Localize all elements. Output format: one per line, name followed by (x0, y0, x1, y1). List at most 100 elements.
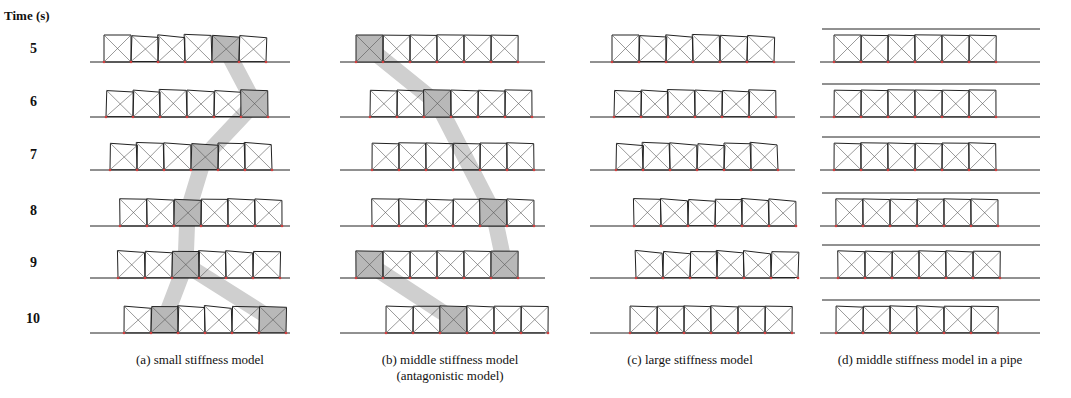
cell-diagonal (743, 251, 771, 278)
robot-cell (370, 90, 397, 117)
cell-diagonal (241, 91, 268, 117)
cell-diagonal (917, 307, 944, 333)
cell-diagonal (888, 36, 915, 62)
cell-diagonal (356, 35, 383, 62)
foot-contact (748, 116, 751, 119)
cell-diagonal (630, 306, 657, 333)
robot-cell (741, 198, 769, 226)
cell-diagonal (110, 143, 137, 169)
robot-cell (145, 251, 172, 278)
foot-contact (117, 277, 120, 280)
robot-cell (769, 199, 796, 226)
cell-diagonal (147, 199, 174, 226)
robot-cell (218, 143, 245, 170)
robot-cell (670, 143, 697, 170)
foot-contact (667, 116, 670, 119)
cell-diagonal (437, 35, 464, 62)
cell-diagonal (437, 251, 464, 278)
cell-diagonal (383, 35, 410, 62)
robot-cell (164, 143, 191, 170)
foot-contact (613, 116, 616, 119)
cell-diagonal (426, 143, 453, 170)
robot-cell (684, 306, 711, 333)
cell-diagonal (863, 306, 890, 332)
robot-cell (971, 306, 998, 333)
cell-diagonal (480, 143, 507, 170)
cell-diagonal (919, 252, 946, 278)
cell-diagonal (440, 307, 467, 333)
robot-cell (616, 143, 643, 169)
robot-cell (711, 306, 738, 333)
cell-diagonal (944, 306, 971, 332)
foot-contact (271, 169, 274, 172)
robot-cell (633, 199, 661, 226)
foot-contact (615, 169, 618, 172)
cell-diagonal (738, 306, 765, 332)
cell-diagonal (749, 90, 776, 117)
cell-diagonal (890, 306, 917, 333)
robot-cell (253, 251, 281, 277)
foot-contact (423, 116, 426, 119)
cell-diagonal (863, 200, 890, 226)
cell-diagonal (453, 199, 480, 226)
cell-diagonal (372, 199, 399, 226)
cell-diagonal (117, 251, 145, 278)
cell-diagonal (670, 143, 697, 170)
robot-cell (104, 35, 131, 62)
foot-contact (777, 169, 780, 172)
robot-cell (639, 36, 667, 62)
foot-contact (371, 169, 374, 172)
cell-diagonal (944, 199, 971, 226)
cell-diagonal (861, 90, 888, 117)
cell-diagonal (158, 35, 185, 62)
foot-contact (660, 225, 663, 228)
robot-cell (239, 36, 267, 62)
cell-diagonal (838, 251, 865, 278)
robot-cell (666, 35, 693, 62)
robot-cell (630, 306, 657, 333)
cell-diagonal (711, 306, 738, 333)
wave-band (370, 49, 505, 265)
cell-diagonal (464, 35, 491, 62)
cell-diagonal (205, 308, 231, 333)
cell-diagonal (120, 199, 147, 226)
cell-diagonal (834, 35, 861, 62)
foot-contact (723, 169, 726, 172)
cell-diagonal (172, 252, 199, 278)
cell-diagonal (118, 252, 144, 278)
foot-contact (385, 332, 388, 335)
cell-diagonal (971, 199, 998, 226)
cell-diagonal (969, 144, 996, 170)
foot-contact (914, 116, 917, 119)
cell-diagonal (660, 199, 688, 226)
cell-diagonal (834, 143, 861, 170)
cell-diagonal (666, 37, 693, 62)
cell-diagonal (145, 251, 172, 278)
cell-diagonal (104, 35, 131, 62)
foot-contact (369, 116, 372, 119)
foot-contact (889, 225, 892, 228)
cell-diagonal (491, 251, 518, 278)
cell-diagonal (453, 143, 480, 170)
cell-diagonal (657, 306, 684, 333)
cell-diagonal (834, 144, 861, 170)
cell-diagonal (724, 143, 751, 170)
cell-diagonal (666, 35, 693, 62)
cell-diagonal (107, 91, 133, 117)
cell-diagonal (838, 252, 865, 278)
panel-caption: (c) large stiffness model (590, 352, 790, 368)
foot-contact (130, 61, 133, 64)
foot-contact (105, 116, 108, 119)
foot-contact (665, 61, 668, 64)
robot-cell (942, 143, 969, 170)
foot-contact (466, 332, 469, 335)
cell-diagonal (397, 90, 424, 117)
foot-contact (997, 225, 1000, 228)
cell-diagonal (372, 199, 399, 226)
cell-diagonal (174, 199, 201, 225)
cell-diagonal (698, 144, 724, 170)
foot-contact (629, 332, 632, 335)
cell-diagonal (836, 306, 863, 333)
cell-diagonal (440, 306, 467, 333)
